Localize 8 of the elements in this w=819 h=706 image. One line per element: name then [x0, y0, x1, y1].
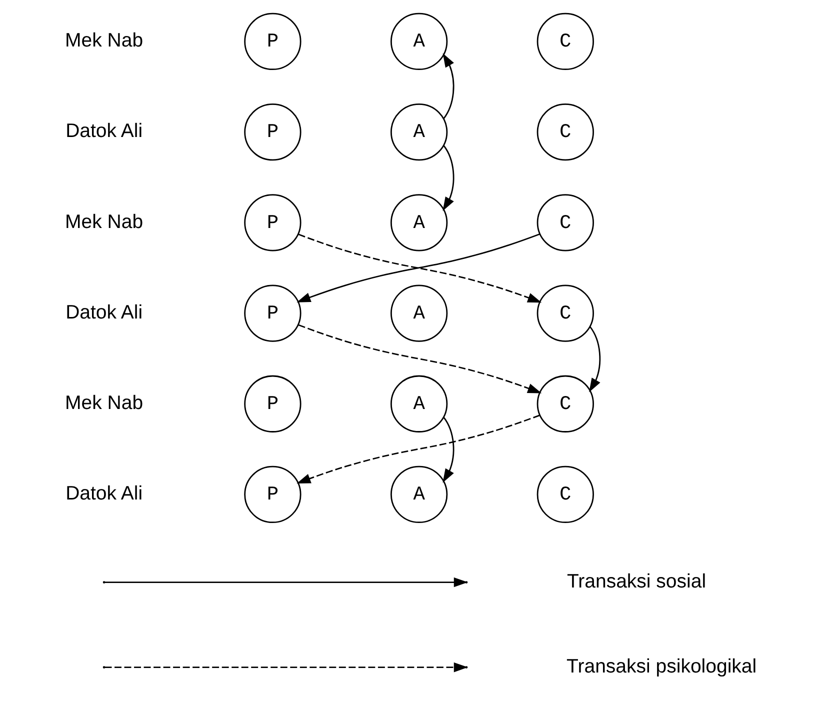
- label: Mek Nab: [64, 30, 143, 52]
- label: Datok Ali: [65, 301, 142, 324]
- legend-label: Transaksi psikologikal: [566, 655, 756, 678]
- label: Mek Nab: [64, 392, 143, 414]
- label: Datok Ali: [65, 482, 142, 505]
- label: Mek Nab: [64, 210, 143, 233]
- label: Datok Ali: [65, 120, 142, 142]
- legend-label: Transaksi sosial: [566, 570, 706, 592]
